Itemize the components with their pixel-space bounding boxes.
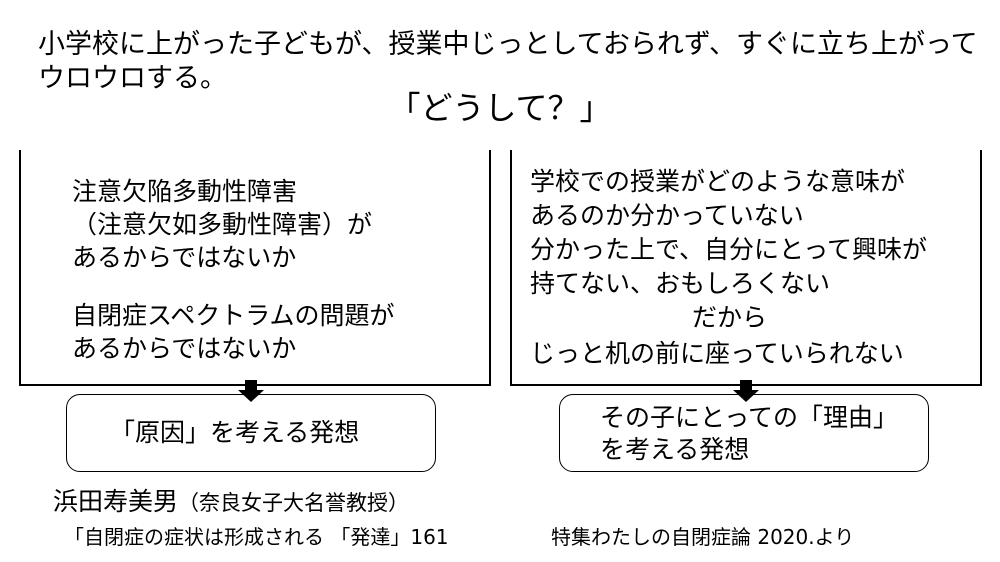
down-arrow-icon [733, 380, 759, 402]
author-credit: 浜田寿美男（奈良女子大名誉教授） [53, 486, 409, 519]
conclusion-text: じっと机の前に座っていられない [530, 339, 904, 368]
reason-thinking-box: その子にとっての「理由」 を考える発想 [559, 394, 929, 472]
author-name: 浜田寿美男 [53, 487, 179, 516]
reason-line-1: 学校での授業がどのような意味が [530, 167, 906, 196]
reason-thinking-line-2: を考える発想 [600, 435, 750, 464]
reason-hypothesis-box: 学校での授業がどのような意味が あるのか分かっていない 分かった上で、自分にとっ… [510, 150, 982, 386]
reason-line-4: 持てない、おもしろくない [530, 269, 831, 298]
cause-hypothesis-box: 注意欠陥多動性障害 （注意欠如多動性障害）が あるからではないか 自閉症スペクト… [19, 150, 491, 386]
intro-text-line-2: ウロウロする。 [38, 63, 227, 94]
reason-line-3: 分かった上で、自分にとって興味が [530, 235, 928, 264]
autism-line-1: 自閉症スペクトラムの問題が [72, 301, 395, 330]
intro-text-line-1: 小学校に上がった子どもが、授業中じっとしておられず、すぐに立ち上がって [38, 29, 978, 60]
question-heading: 「どうして？」 [388, 89, 612, 127]
cause-thinking-box: 「原因」を考える発想 [66, 394, 436, 472]
down-arrow-icon [238, 380, 264, 402]
adhd-line-3: あるからではないか [72, 243, 297, 272]
source-text: 特集わたしの自閉症論 2020.より [551, 525, 855, 549]
adhd-line-2: （注意欠如多動性障害）が [72, 210, 373, 239]
autism-line-2: あるからではないか [72, 334, 297, 363]
adhd-line-1: 注意欠陥多動性障害 [72, 177, 298, 206]
author-title: （奈良女子大名誉教授） [178, 491, 410, 515]
reason-thinking-line-1: その子にとっての「理由」 [600, 403, 899, 432]
connector-text: だから [692, 303, 768, 332]
cause-thinking-label: 「原因」を考える発想 [110, 418, 360, 447]
citation-text: 「自閉症の症状は形成される 「発達」161 [64, 525, 449, 549]
reason-line-2: あるのか分かっていない [530, 201, 804, 230]
